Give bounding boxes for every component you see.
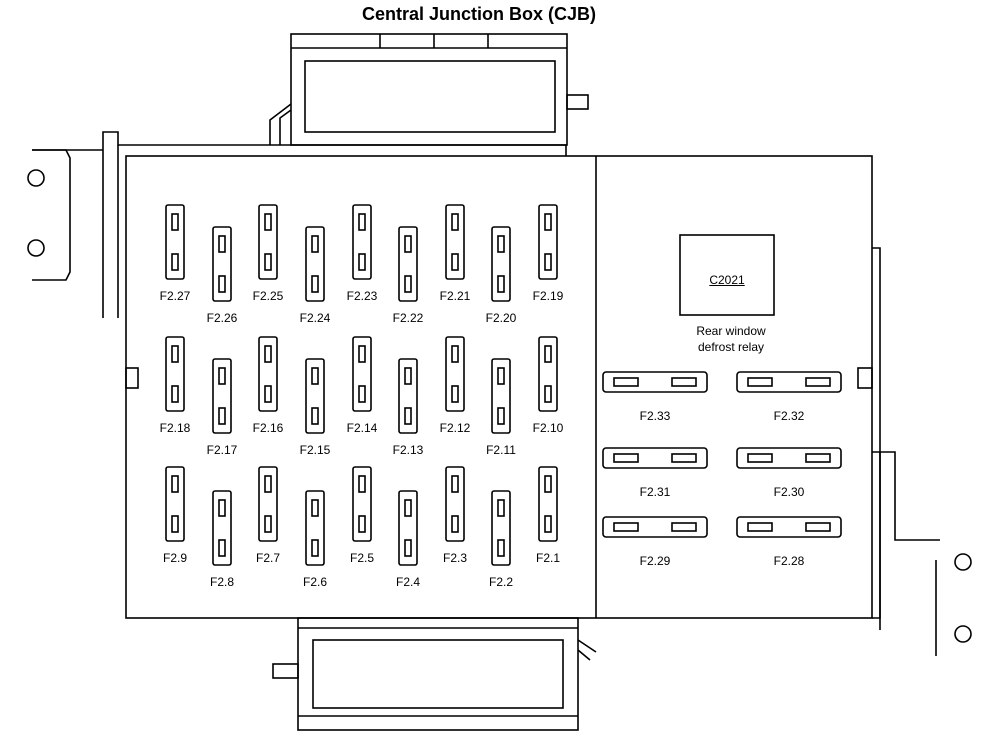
relay-code-label: C2021	[709, 273, 745, 287]
fuse-f2-33	[602, 371, 708, 393]
fuse-f2-21	[445, 204, 465, 280]
fuse-f2-16	[258, 336, 278, 412]
left-mount-hole-bottom	[27, 239, 45, 257]
fuse-label-f2-20: F2.20	[485, 311, 517, 325]
fuse-f2-32	[736, 371, 842, 393]
fuse-f2-12	[445, 336, 465, 412]
right-mount-hole-top	[954, 553, 972, 571]
fuse-label-f2-13: F2.13	[392, 443, 424, 457]
fuse-f2-3	[445, 466, 465, 542]
fuse-f2-24	[305, 226, 325, 302]
fuse-f2-11	[491, 358, 511, 434]
fuse-label-f2-6: F2.6	[302, 575, 328, 589]
fuse-label-f2-26: F2.26	[206, 311, 238, 325]
fuse-label-f2-16: F2.16	[252, 421, 284, 435]
outer-bracket-left	[102, 131, 567, 318]
housing-outline	[125, 155, 873, 619]
fuse-f2-26	[212, 226, 232, 302]
fuse-label-f2-21: F2.21	[439, 289, 471, 303]
fuse-f2-15	[305, 358, 325, 434]
fuse-label-f2-15: F2.15	[299, 443, 331, 457]
fuse-label-f2-17: F2.17	[206, 443, 238, 457]
left-clip	[125, 367, 139, 389]
fuse-f2-27	[165, 204, 185, 280]
fuse-label-f2-1: F2.1	[535, 551, 561, 565]
bottom-connector	[297, 617, 579, 731]
fuse-label-f2-27: F2.27	[159, 289, 191, 303]
right-mount-hole-bottom	[954, 625, 972, 643]
right-mount-ear	[872, 451, 940, 541]
fuse-label-f2-4: F2.4	[395, 575, 421, 589]
fuse-f2-31	[602, 447, 708, 469]
fuse-f2-6	[305, 490, 325, 566]
relay-body	[679, 234, 775, 316]
fuse-label-f2-23: F2.23	[346, 289, 378, 303]
fuse-f2-30	[736, 447, 842, 469]
fuse-label-f2-19: F2.19	[532, 289, 564, 303]
fuse-f2-4	[398, 490, 418, 566]
left-mount-hole-top	[27, 169, 45, 187]
fuse-f2-29	[602, 516, 708, 538]
diagram-title: Central Junction Box (CJB)	[361, 4, 597, 24]
fuse-f2-14	[352, 336, 372, 412]
fuse-label-f2-25: F2.25	[252, 289, 284, 303]
fuse-label-f2-33: F2.33	[639, 409, 671, 423]
fuse-label-f2-29: F2.29	[639, 554, 671, 568]
fuse-label-f2-9: F2.9	[162, 551, 188, 565]
fuse-f2-22	[398, 226, 418, 302]
fuse-f2-23	[352, 204, 372, 280]
outer-bracket-right	[872, 247, 881, 619]
fuse-f2-5	[352, 466, 372, 542]
fuse-label-f2-12: F2.12	[439, 421, 471, 435]
fuse-f2-20	[491, 226, 511, 302]
relay-name-line1: Rear window	[696, 324, 766, 338]
fuse-label-f2-30: F2.30	[773, 485, 805, 499]
fuse-label-f2-18: F2.18	[159, 421, 191, 435]
fuse-label-f2-14: F2.14	[346, 421, 378, 435]
fuse-label-f2-32: F2.32	[773, 409, 805, 423]
fuse-f2-28	[736, 516, 842, 538]
fuse-label-f2-8: F2.8	[209, 575, 235, 589]
fuse-label-f2-7: F2.7	[255, 551, 281, 565]
relay-name-line2: defrost relay	[697, 340, 765, 354]
fuse-f2-2	[491, 490, 511, 566]
fuse-label-f2-28: F2.28	[773, 554, 805, 568]
fuse-label-f2-22: F2.22	[392, 311, 424, 325]
relay-name-label: Rear window defrost relay	[696, 323, 765, 355]
top-connector	[290, 33, 568, 146]
fuse-label-f2-5: F2.5	[349, 551, 375, 565]
fuse-f2-7	[258, 466, 278, 542]
fuse-f2-1	[538, 466, 558, 542]
fuse-f2-17	[212, 358, 232, 434]
fuse-label-f2-2: F2.2	[488, 575, 514, 589]
fuse-f2-18	[165, 336, 185, 412]
fuse-f2-13	[398, 358, 418, 434]
fuse-f2-9	[165, 466, 185, 542]
fuse-label-f2-24: F2.24	[299, 311, 331, 325]
fuse-label-f2-3: F2.3	[442, 551, 468, 565]
fuse-f2-10	[538, 336, 558, 412]
fuse-f2-19	[538, 204, 558, 280]
right-clip	[857, 367, 873, 389]
fuse-label-f2-31: F2.31	[639, 485, 671, 499]
fuse-label-f2-10: F2.10	[532, 421, 564, 435]
fuse-label-f2-11: F2.11	[486, 443, 516, 457]
fuse-f2-25	[258, 204, 278, 280]
fuse-f2-8	[212, 490, 232, 566]
